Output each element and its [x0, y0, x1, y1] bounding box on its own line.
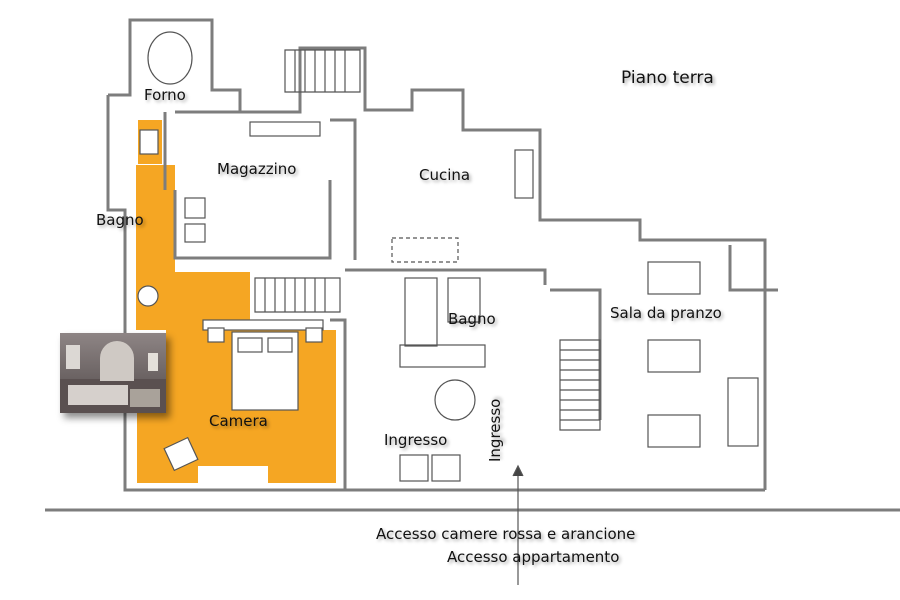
room-label-magazzino: Magazzino	[217, 160, 297, 178]
access-label-apartment: Accesso appartamento	[447, 548, 620, 566]
room-label-sala-da-pranzo: Sala da pranzo	[610, 304, 722, 322]
room-label-ingresso-vertical: Ingresso	[486, 398, 504, 462]
walls	[45, 18, 900, 512]
plan-details	[147, 31, 759, 585]
room-label-camera: Camera	[209, 412, 268, 430]
floor-title: Piano terra	[621, 68, 714, 88]
access-label-rooms: Accesso camere rossa e arancione	[376, 525, 636, 543]
room-label-ingresso: Ingresso	[384, 431, 448, 449]
bedroom-photo-thumbnail[interactable]	[60, 333, 166, 413]
room-label-bagno-left: Bagno	[96, 211, 144, 229]
room-label-cucina: Cucina	[419, 166, 471, 184]
room-label-forno: Forno	[144, 86, 186, 104]
room-label-bagno-center: Bagno	[448, 310, 496, 328]
bedroom-furniture	[137, 129, 324, 472]
